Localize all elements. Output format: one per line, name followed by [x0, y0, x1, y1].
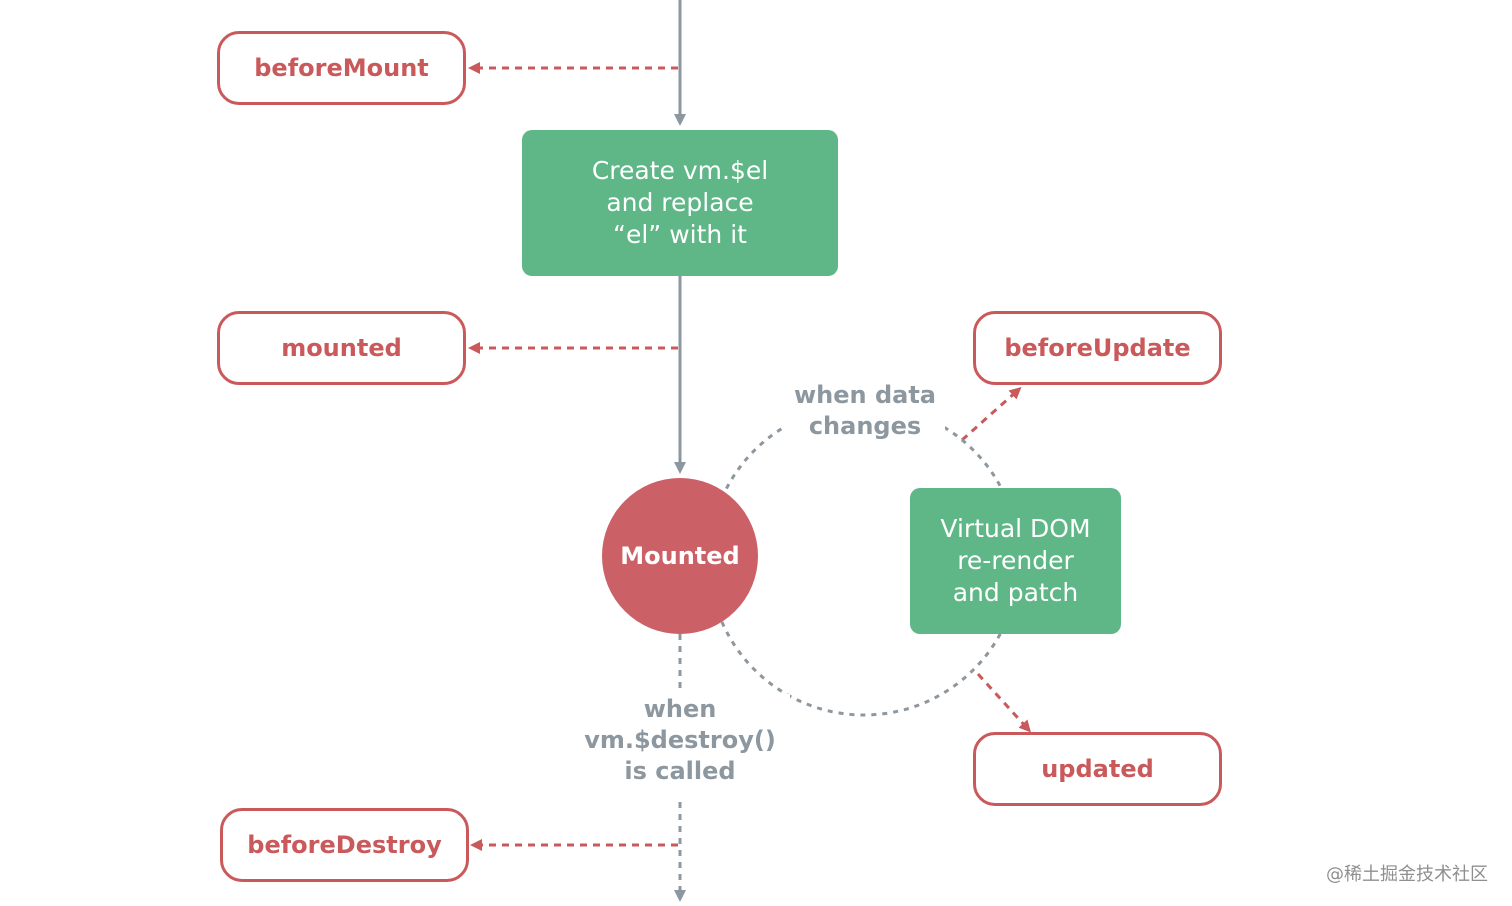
hook-connector-before-update — [961, 387, 1022, 442]
hook-before-mount: beforeMount — [217, 31, 466, 105]
process-virtual-dom-line-1: Virtual DOM — [940, 514, 1091, 543]
hook-updated-label: updated — [1041, 755, 1154, 783]
state-mounted-label: Mounted — [620, 542, 740, 570]
process-virtual-dom-line-2: re-render — [957, 546, 1074, 575]
process-create-el-line-3: “el” with it — [613, 220, 747, 249]
process-virtual-dom-line-3: and patch — [952, 578, 1079, 607]
hook-mounted: mounted — [217, 311, 466, 385]
condition-destroy-called-line-3: is called — [624, 757, 736, 785]
condition-data-changes-line-1: when data — [793, 381, 937, 409]
hook-updated: updated — [973, 732, 1222, 806]
hook-connector-updated — [976, 672, 1032, 733]
process-create-el-line-1: Create vm.$el — [591, 156, 769, 185]
condition-destroy-called: when vm.$destroy() is called — [570, 694, 790, 790]
state-mounted: Mounted — [602, 478, 758, 634]
condition-data-changes-line-2: changes — [808, 412, 922, 440]
hook-before-mount-label: beforeMount — [254, 54, 429, 82]
process-virtual-dom: Virtual DOM re-render and patch — [910, 488, 1121, 634]
hook-before-update-label: beforeUpdate — [1004, 334, 1191, 362]
hook-before-update: beforeUpdate — [973, 311, 1222, 385]
process-create-el-line-2: and replace — [606, 188, 754, 217]
hook-before-destroy: beforeDestroy — [220, 808, 469, 882]
hook-mounted-label: mounted — [281, 334, 402, 362]
condition-destroy-called-line-1: when — [643, 695, 717, 723]
condition-destroy-called-line-2: vm.$destroy() — [584, 726, 776, 754]
condition-data-changes: when data changes — [785, 380, 945, 446]
hook-before-destroy-label: beforeDestroy — [247, 831, 442, 859]
process-create-el: Create vm.$el and replace “el” with it — [522, 130, 838, 276]
watermark: @稀土掘金技术社区 — [1326, 864, 1488, 885]
